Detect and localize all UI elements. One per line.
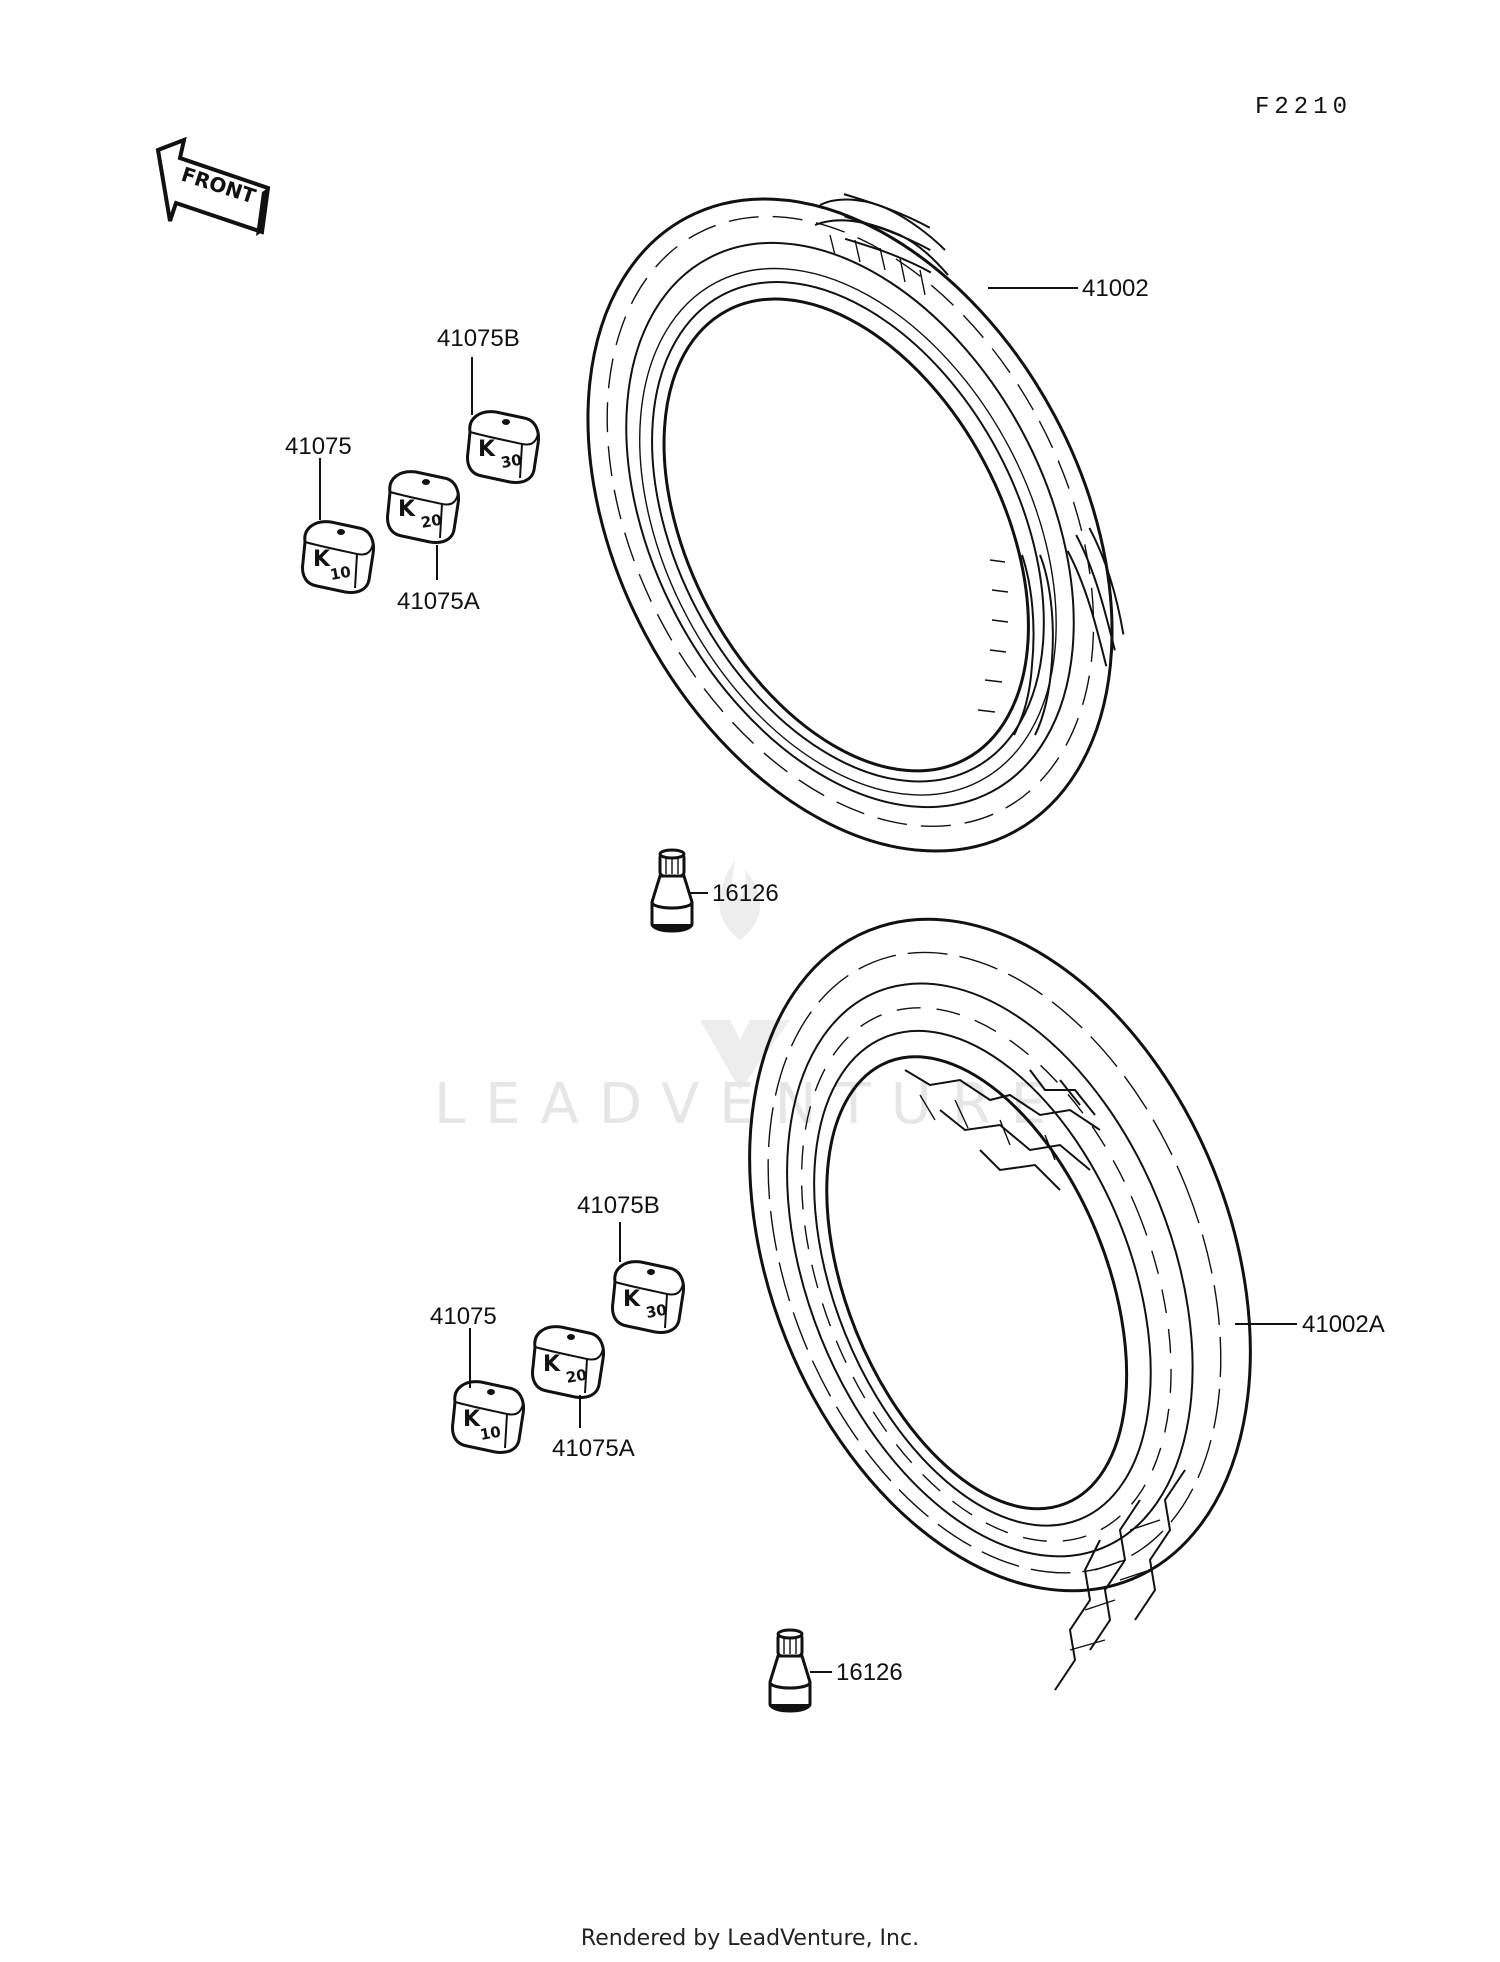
svg-text:20: 20: [565, 1366, 589, 1387]
svg-text:K: K: [398, 497, 416, 522]
svg-text:30: 30: [500, 451, 524, 472]
valve-stem-bottom: [768, 1628, 812, 1713]
valve-stem-top: [650, 848, 694, 933]
rear-tire: [748, 917, 1252, 1593]
svg-text:10: 10: [329, 563, 353, 584]
svg-text:K: K: [623, 1287, 641, 1312]
label-16126-bottom: 16126: [836, 1659, 903, 1686]
front-tire-tread: [814, 198, 1054, 736]
svg-text:K: K: [543, 1352, 561, 1377]
label-41075B-top: 41075B: [437, 325, 520, 352]
label-41002: 41002: [1082, 275, 1149, 302]
wheel-weight-10-bottom: K 10: [451, 1380, 525, 1454]
footer-credit: Rendered by LeadVenture, Inc.: [580, 1926, 920, 1951]
label-41075B-bottom: 41075B: [577, 1192, 660, 1219]
svg-text:30: 30: [645, 1301, 669, 1322]
front-arrow-icon: FRONT: [155, 136, 271, 236]
svg-text:K: K: [463, 1407, 481, 1432]
diagram-code: F2210: [1255, 94, 1352, 121]
label-41002A: 41002A: [1302, 1311, 1385, 1338]
svg-text:K: K: [313, 547, 331, 572]
wheel-weight-30-bottom: K 30: [611, 1260, 685, 1334]
svg-text:10: 10: [479, 1423, 503, 1444]
label-16126-top: 16126: [712, 880, 779, 907]
label-41075-bottom: 41075: [430, 1303, 497, 1330]
wheel-weight-20-top: K 20: [386, 470, 460, 544]
label-41075A-top: 41075A: [397, 588, 480, 615]
wheel-weight-30-top: K 30: [466, 410, 540, 484]
svg-text:20: 20: [420, 511, 444, 532]
wheel-weight-10-top: K 10: [301, 520, 375, 594]
label-41075A-bottom: 41075A: [552, 1435, 635, 1462]
wheel-weight-20-bottom: K 20: [531, 1325, 605, 1399]
rear-tire-tread: [904, 1069, 1186, 1691]
label-41075-top: 41075: [285, 433, 352, 460]
front-tire: [586, 193, 1125, 853]
svg-text:K: K: [478, 437, 496, 462]
